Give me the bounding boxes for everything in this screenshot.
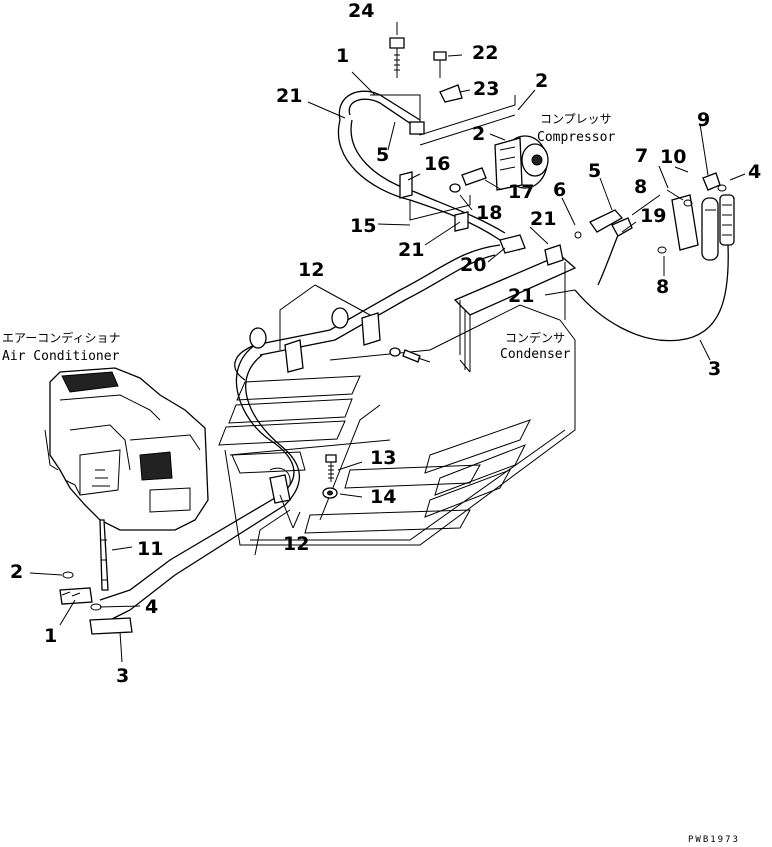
callout-23: 23	[473, 78, 499, 100]
callout-21: 21	[276, 85, 302, 107]
air-conditioner-label-jp: エアーコンディショナ	[2, 330, 120, 345]
callout-8: 8	[634, 176, 647, 198]
callout-14: 14	[370, 486, 396, 508]
callout-15: 15	[350, 215, 376, 237]
air-conditioner-unit	[44, 367, 209, 591]
callout-19: 19	[640, 205, 666, 227]
callout-5: 5	[376, 144, 389, 166]
condenser-label-en: Condenser	[500, 347, 571, 362]
compressor-label-en: Compressor	[537, 130, 615, 145]
condenser-label-jp: コンデンサ	[505, 330, 565, 345]
drawing-code: PWB1973	[688, 835, 740, 845]
receiver-drier	[671, 172, 735, 261]
callout-11: 11	[137, 538, 163, 560]
callout-3: 3	[708, 358, 721, 380]
callout-18: 18	[476, 202, 502, 224]
callout-6: 6	[553, 179, 566, 201]
callout-1: 1	[336, 45, 349, 67]
callout-24: 24	[348, 0, 374, 22]
air-conditioner-label-en: Air Conditioner	[2, 349, 120, 364]
callout-2: 2	[472, 123, 485, 145]
compressor-label-jp: コンプレッサ	[540, 112, 612, 126]
component-labels: エアーコンディショナ Air Conditioner コンプレッサ Compre…	[2, 112, 740, 845]
leader-lines	[29, 22, 746, 663]
clamps-and-brackets	[59, 37, 727, 635]
callout-5: 5	[588, 160, 601, 182]
condenser	[453, 254, 577, 373]
callout-21: 21	[508, 285, 534, 307]
callout-9: 9	[697, 109, 710, 131]
callout-21: 21	[398, 239, 424, 261]
callout-10: 10	[660, 146, 686, 168]
callout-8: 8	[656, 276, 669, 298]
callout-12: 12	[283, 533, 309, 555]
callout-4: 4	[145, 596, 158, 618]
callout-4: 4	[748, 161, 761, 183]
compressor	[494, 135, 549, 191]
callout-7: 7	[635, 145, 648, 167]
callout-3: 3	[116, 665, 129, 687]
callout-2: 2	[10, 561, 23, 583]
callout-13: 13	[370, 447, 396, 469]
callout-21: 21	[530, 208, 556, 230]
callout-2: 2	[535, 70, 548, 92]
callout-16: 16	[424, 153, 450, 175]
callout-12: 12	[298, 259, 324, 281]
callout-17: 17	[508, 181, 534, 203]
callout-22: 22	[472, 42, 498, 64]
callout-numbers: 24 22 23 1 21 2 2 5 16 17 18 15 21 20 21…	[10, 0, 761, 687]
callout-20: 20	[460, 254, 486, 276]
callout-1: 1	[44, 625, 57, 647]
